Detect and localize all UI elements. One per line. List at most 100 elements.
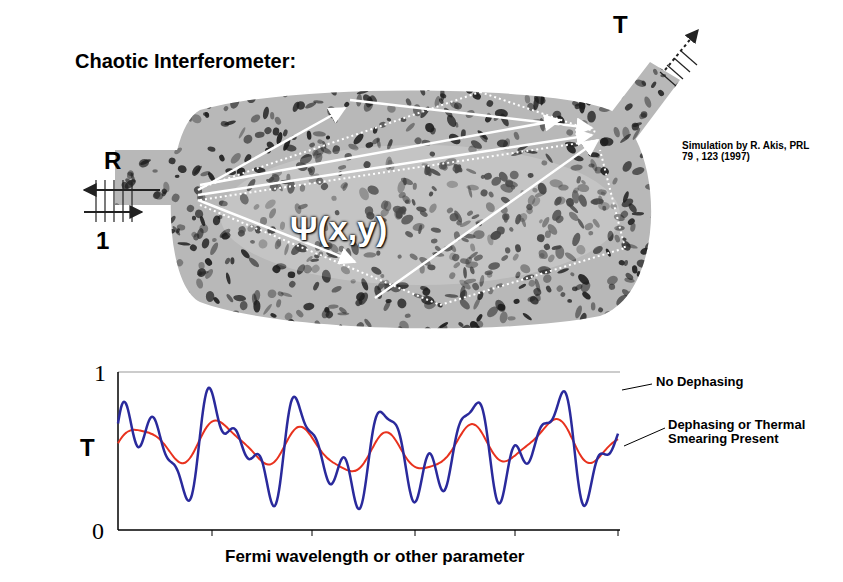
speckle (242, 133, 255, 146)
figure-title: Chaotic Interferometer: (75, 50, 296, 72)
speckle (166, 332, 178, 347)
speckle (556, 67, 564, 80)
speckle (327, 82, 339, 97)
speckle (437, 55, 450, 70)
speckle (204, 257, 214, 267)
leader-line (622, 384, 652, 390)
speckle (244, 322, 254, 336)
speckle (534, 278, 542, 292)
speckle (363, 318, 373, 329)
speckle (199, 99, 212, 108)
speckle (211, 325, 225, 337)
speckle (554, 51, 568, 60)
speckle (152, 99, 157, 107)
speckle (636, 259, 648, 269)
speckle (313, 100, 323, 104)
speckle (338, 306, 348, 315)
speckle (169, 228, 176, 234)
speckle (262, 106, 270, 119)
speckle (194, 315, 203, 324)
speckle (629, 65, 641, 76)
speckle (670, 182, 680, 191)
speckle (343, 59, 350, 67)
speckle (659, 298, 666, 304)
speckle (584, 78, 597, 86)
speckle (663, 152, 673, 166)
speckle (607, 93, 619, 100)
speckle (490, 81, 497, 87)
speckle (365, 56, 375, 66)
speckle (123, 222, 130, 228)
speckle (176, 290, 190, 294)
speckle (356, 89, 369, 95)
speckle (657, 89, 665, 98)
speckle (668, 159, 672, 169)
citation-note: Simulation by R. Akis, PRL 79 , 123 (199… (682, 140, 822, 162)
speckle (193, 165, 203, 175)
speckle (578, 100, 586, 110)
port-label: 1 (96, 228, 109, 254)
speckle (177, 108, 184, 117)
speckle (195, 278, 204, 290)
speckle (170, 192, 180, 203)
speckle (637, 271, 641, 277)
speckle (131, 124, 143, 134)
speckle (125, 224, 134, 234)
speckle (603, 70, 610, 77)
speckle (217, 324, 229, 335)
speckle (168, 215, 177, 225)
speckle (134, 297, 143, 309)
speckle (661, 115, 671, 126)
speckle (391, 77, 400, 81)
speckle (354, 291, 366, 303)
speckle (229, 151, 243, 165)
speckle (129, 308, 137, 315)
speckle (647, 324, 656, 329)
ray (200, 120, 560, 185)
speckle (675, 108, 685, 117)
speckle (168, 157, 176, 165)
ray-arrows (198, 92, 625, 305)
wavefunction-label: Ψ(x,y) (290, 210, 387, 247)
legend-label: No Dephasing (656, 375, 743, 389)
speckle (440, 87, 445, 101)
speckle (396, 297, 408, 309)
speckle (211, 331, 221, 342)
ray (350, 100, 592, 128)
speckle (107, 261, 118, 270)
speckle (164, 254, 175, 267)
speckle (136, 298, 142, 303)
speckle (331, 285, 343, 294)
speckle (648, 324, 662, 333)
speckle (198, 93, 205, 102)
speckle (114, 313, 125, 324)
ray (198, 108, 345, 190)
speckle (225, 272, 232, 285)
speckle (249, 113, 261, 124)
speckle (132, 312, 145, 325)
speckle (643, 239, 658, 252)
speckle (471, 282, 480, 292)
speckle (669, 267, 677, 275)
speckle (499, 112, 511, 127)
speckle (466, 68, 476, 75)
speckle (137, 132, 144, 141)
speckle (115, 212, 121, 216)
speckle (385, 60, 391, 70)
speckle (140, 256, 147, 265)
speckle (107, 292, 114, 302)
speckle (351, 72, 364, 84)
speckle (157, 311, 166, 322)
speckle (199, 224, 208, 234)
speckle (205, 73, 213, 81)
speckle (207, 146, 216, 153)
dotted-ray (200, 92, 480, 188)
speckle (573, 320, 587, 330)
speckle (638, 112, 647, 120)
speckle (185, 110, 194, 123)
speckle (642, 279, 647, 285)
speckle (112, 290, 127, 306)
speckle (303, 302, 315, 311)
speckle (621, 159, 634, 173)
speckle (328, 58, 334, 68)
